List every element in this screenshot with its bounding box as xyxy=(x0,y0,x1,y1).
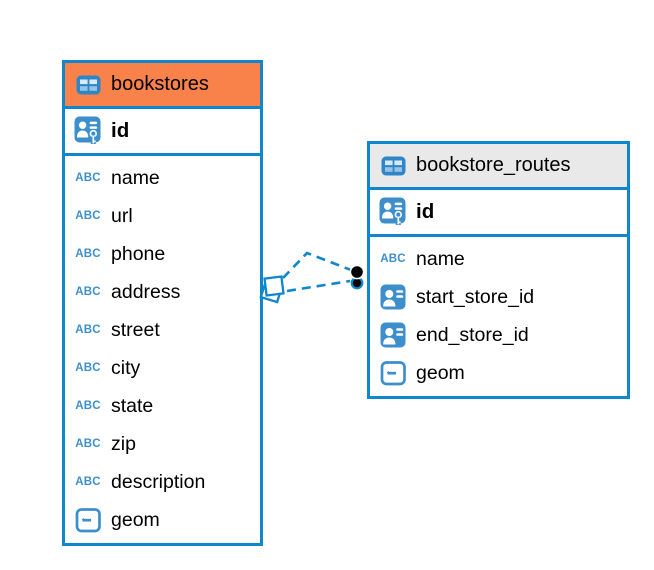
relationship-line-lower[interactable] xyxy=(286,279,351,293)
table-header[interactable]: bookstore_routes xyxy=(370,144,627,190)
column-row-street[interactable]: ABC street xyxy=(65,311,260,349)
text-column-icon: ABC xyxy=(75,476,101,488)
column-row-geom[interactable]: geom xyxy=(370,354,627,392)
column-row-geom[interactable]: geom xyxy=(65,501,260,539)
relationship-line-upper[interactable] xyxy=(282,251,352,279)
dot-marker[interactable] xyxy=(349,264,365,290)
column-row-id[interactable]: id xyxy=(65,109,260,153)
column-name: url xyxy=(111,204,133,227)
column-row-state[interactable]: ABC state xyxy=(65,387,260,425)
column-name: phone xyxy=(111,242,166,265)
column-name: street xyxy=(111,318,160,341)
column-row-name[interactable]: ABC name xyxy=(65,159,260,197)
column-row-description[interactable]: ABC description xyxy=(65,463,260,501)
primary-key-section: id xyxy=(65,109,260,156)
table-icon xyxy=(74,70,102,100)
table-title: bookstores xyxy=(111,73,209,95)
primary-key-section: id xyxy=(370,190,627,237)
column-name: zip xyxy=(111,432,136,455)
column-row-address[interactable]: ABC address xyxy=(65,273,260,311)
column-name: geom xyxy=(111,508,160,531)
column-row-phone[interactable]: ABC phone xyxy=(65,235,260,273)
column-row-name[interactable]: ABC name xyxy=(370,240,627,278)
column-name: description xyxy=(111,470,206,493)
text-column-icon: ABC xyxy=(75,438,101,450)
text-column-icon: ABC xyxy=(380,253,406,265)
primary-key-icon xyxy=(74,116,102,146)
column-row-city[interactable]: ABC city xyxy=(65,349,260,387)
foreign-key-icon xyxy=(379,320,407,350)
table-icon xyxy=(379,151,407,181)
text-column-icon: ABC xyxy=(75,210,101,222)
column-row-url[interactable]: ABC url xyxy=(65,197,260,235)
table-header[interactable]: bookstores xyxy=(65,63,260,109)
text-column-icon: ABC xyxy=(75,400,101,412)
text-column-icon: ABC xyxy=(75,362,101,374)
column-name: name xyxy=(416,247,465,270)
text-column-icon: ABC xyxy=(75,286,101,298)
table-title: bookstore_routes xyxy=(416,154,571,176)
diamond-marker[interactable] xyxy=(259,275,285,304)
column-name: start_store_id xyxy=(416,285,535,308)
column-row-id[interactable]: id xyxy=(370,190,627,234)
geometry-column-icon xyxy=(379,358,407,388)
text-column-icon: ABC xyxy=(75,172,101,184)
column-name: city xyxy=(111,356,141,379)
text-column-icon: ABC xyxy=(75,248,101,260)
column-name: geom xyxy=(416,361,465,384)
column-name: address xyxy=(111,280,181,303)
geometry-column-icon xyxy=(74,505,102,535)
column-name: state xyxy=(111,394,154,417)
column-name: id xyxy=(111,119,130,142)
foreign-key-icon xyxy=(379,282,407,312)
column-name: name xyxy=(111,166,160,189)
primary-key-icon xyxy=(379,197,407,227)
column-row-start_store_id[interactable]: start_store_id xyxy=(370,278,627,316)
table-bookstore-routes[interactable]: bookstore_routes id ABC name start_store_i… xyxy=(367,141,630,399)
column-row-zip[interactable]: ABC zip xyxy=(65,425,260,463)
column-name: id xyxy=(416,200,435,223)
text-column-icon: ABC xyxy=(75,324,101,336)
column-row-end_store_id[interactable]: end_store_id xyxy=(370,316,627,354)
column-name: end_store_id xyxy=(416,323,529,346)
